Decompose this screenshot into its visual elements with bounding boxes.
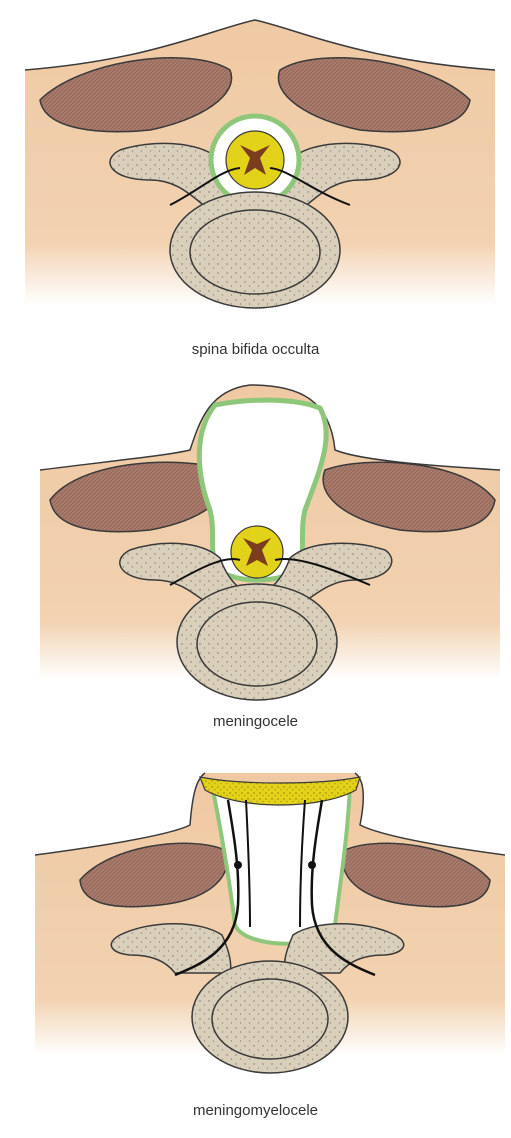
ganglion-left [234, 861, 242, 869]
panel-spina-bifida-occulta: spina bifida occulta [0, 0, 511, 380]
caption-spina-bifida-occulta: spina bifida occulta [0, 341, 511, 358]
ganglion-right [308, 861, 316, 869]
vertebral-body-inner [212, 979, 328, 1059]
illustration-meningocele [0, 380, 511, 755]
illustration-meningomyelocele [0, 755, 511, 1138]
vertebral-body-inner [197, 602, 317, 686]
caption-meningomyelocele: meningomyelocele [0, 1102, 511, 1119]
caption-meningocele: meningocele [0, 713, 511, 730]
vertebral-body-inner [190, 210, 320, 294]
open-sac [212, 785, 350, 944]
panel-meningocele: meningocele [0, 380, 511, 755]
panel-meningomyelocele: meningomyelocele [0, 755, 511, 1138]
illustration-occulta [0, 0, 511, 380]
